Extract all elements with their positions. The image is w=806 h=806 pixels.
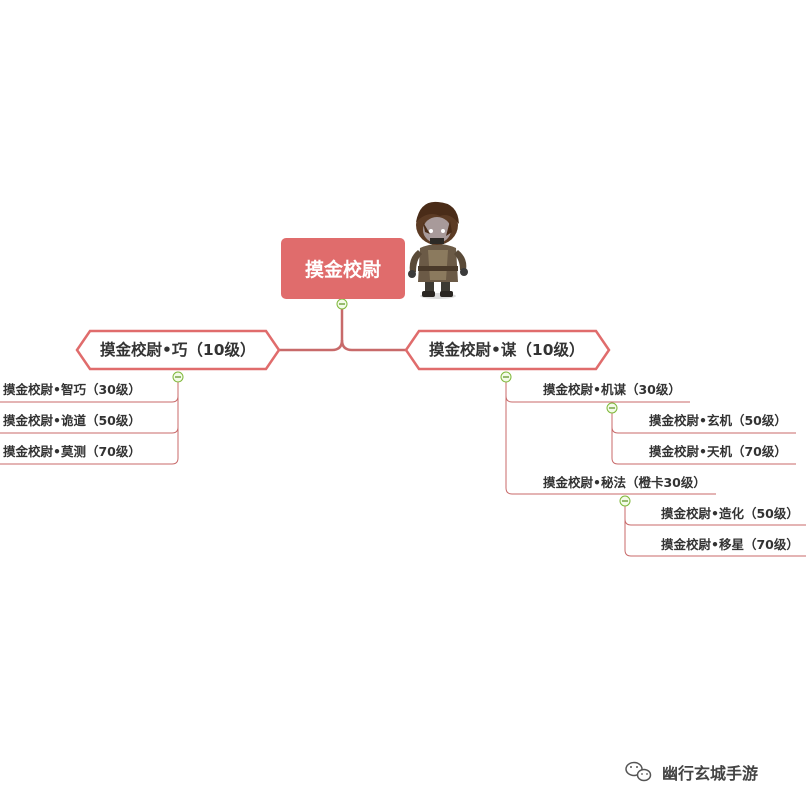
right-child-mifa[interactable]: 摸金校尉•秘法（橙卡30级） bbox=[543, 475, 706, 490]
right-grandchild-xuanji[interactable]: 摸金校尉•玄机（50级） bbox=[649, 413, 787, 428]
left-child-moce[interactable]: 摸金校尉•莫测（70级） bbox=[3, 444, 141, 459]
collapse-toggle-root[interactable] bbox=[336, 298, 348, 310]
right-child-jimou[interactable]: 摸金校尉•机谋（30级） bbox=[543, 382, 681, 397]
character-illustration bbox=[408, 201, 468, 299]
watermark: 幽行玄城手游 bbox=[626, 760, 758, 784]
collapse-toggle-mifa[interactable] bbox=[619, 495, 631, 507]
wechat-icon bbox=[625, 761, 652, 782]
left-children-connectors bbox=[0, 377, 179, 465]
right-grandchild-tianji[interactable]: 摸金校尉•天机（70级） bbox=[649, 444, 787, 459]
left-child-zhiqiao[interactable]: 摸金校尉•智巧（30级） bbox=[3, 382, 141, 397]
right-grandchild-yixing[interactable]: 摸金校尉•移星（70级） bbox=[661, 537, 799, 552]
right-branch-label: 摸金校尉•谋（10级） bbox=[429, 341, 585, 359]
watermark-text: 幽行玄城手游 bbox=[662, 764, 759, 783]
left-child-guidao[interactable]: 摸金校尉•诡道（50级） bbox=[3, 413, 141, 428]
root-node[interactable]: 摸金校尉 bbox=[281, 238, 405, 299]
right-grandchild-zaohua[interactable]: 摸金校尉•造化（50级） bbox=[661, 506, 799, 521]
collapse-toggle-left[interactable] bbox=[172, 371, 184, 383]
left-branch-label: 摸金校尉•巧（10级） bbox=[100, 341, 256, 359]
right-children-connectors bbox=[505, 377, 806, 557]
right-branch-hexagon[interactable] bbox=[404, 329, 611, 371]
collapse-toggle-jimou[interactable] bbox=[606, 402, 618, 414]
connector-root-left bbox=[276, 339, 344, 352]
collapse-toggle-right[interactable] bbox=[500, 371, 512, 383]
left-branch-hexagon[interactable] bbox=[75, 329, 281, 371]
connector-root bbox=[340, 300, 410, 352]
